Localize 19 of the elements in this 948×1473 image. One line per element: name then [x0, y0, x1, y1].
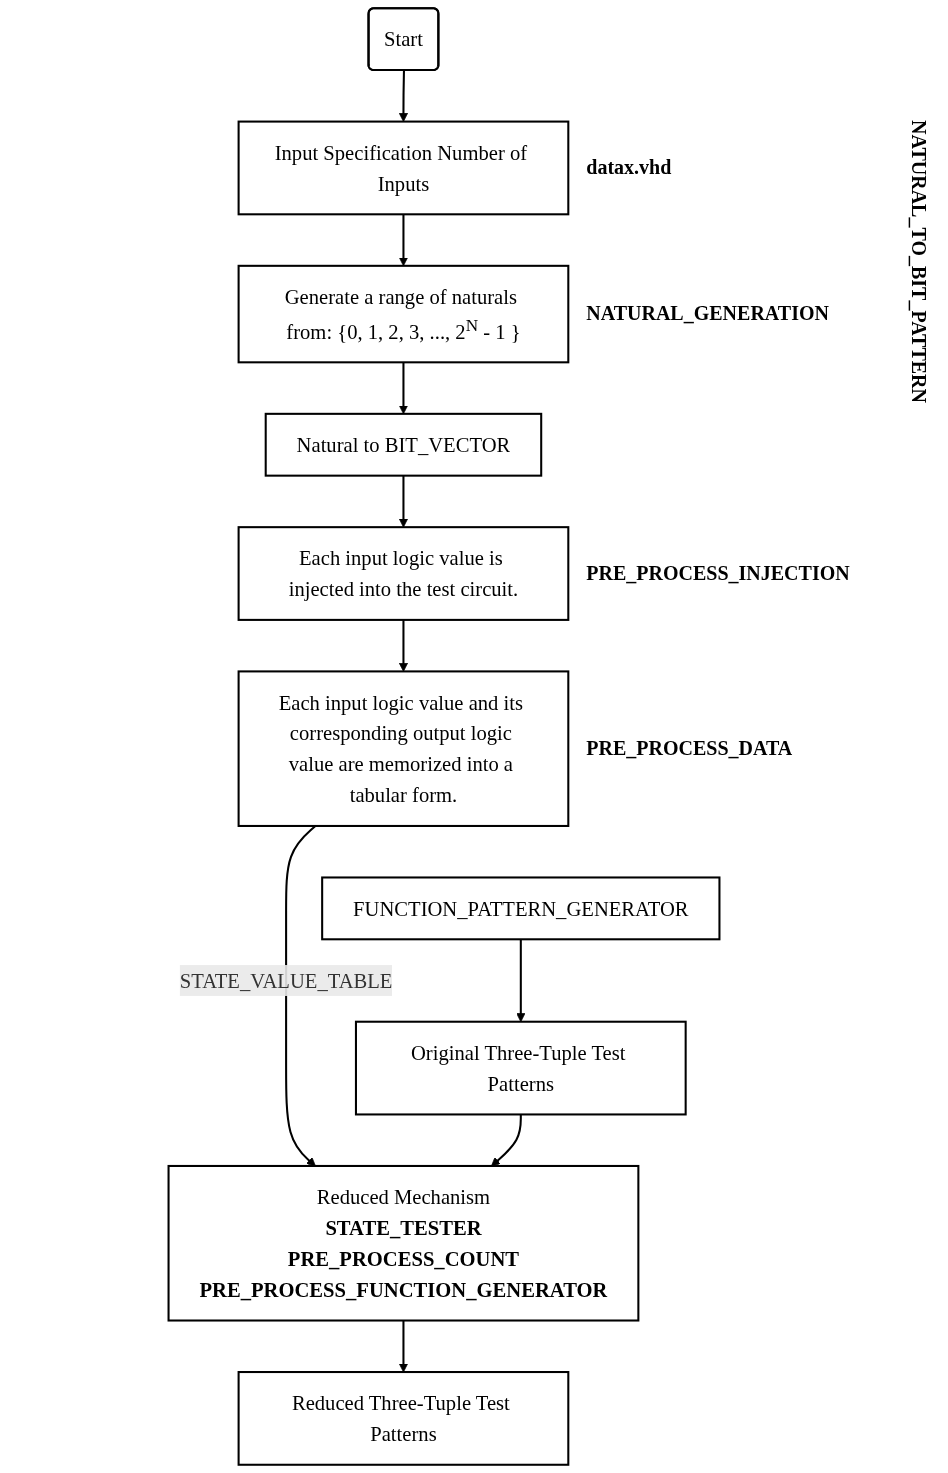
- module-name: NATURAL_GENERATION: [586, 302, 829, 326]
- arrow: [398, 475, 408, 528]
- edge-label: STATE_VALUE_TABLE: [179, 969, 393, 992]
- node-box: Natural to BIT_VECTOR: [264, 412, 543, 477]
- node-box: Generate a range of naturals from: {0, 1, 2, 3, ..., 2$^{N}$ - 1 }: [237, 264, 570, 364]
- node-box: Each input logic value and its corresponding output logic value are memorized into a tabular form.: [237, 670, 570, 827]
- node-box: FUNCTION_PATTERN_GENERATOR: [321, 876, 721, 941]
- node-box: Reduced Three-Tuple Test Patterns: [237, 1371, 570, 1466]
- node-box: Input Specification Number of Inputs: [237, 120, 570, 216]
- arrow: [398, 70, 408, 122]
- module-name: PRE_PROCESS_DATA: [586, 736, 793, 760]
- node-box: Original Three-Tuple Test Patterns: [354, 1020, 687, 1116]
- arrow: [398, 1320, 408, 1373]
- node-box: Reduced Mechanism STATE_TESTER PRE_PROCESS_COUNT PRE_PROCESS_FUNCTION_GENERATOR: [167, 1164, 640, 1322]
- module-name: PRE_PROCESS_INJECTION: [586, 561, 850, 585]
- module-name: datax.vhd: [586, 155, 672, 179]
- bracket-label: NATURAL_TO_BIT_PATTERN: [906, 120, 930, 403]
- node-box: Each input logic value is injected into the test circuit.: [237, 526, 570, 621]
- arrow: [398, 619, 408, 672]
